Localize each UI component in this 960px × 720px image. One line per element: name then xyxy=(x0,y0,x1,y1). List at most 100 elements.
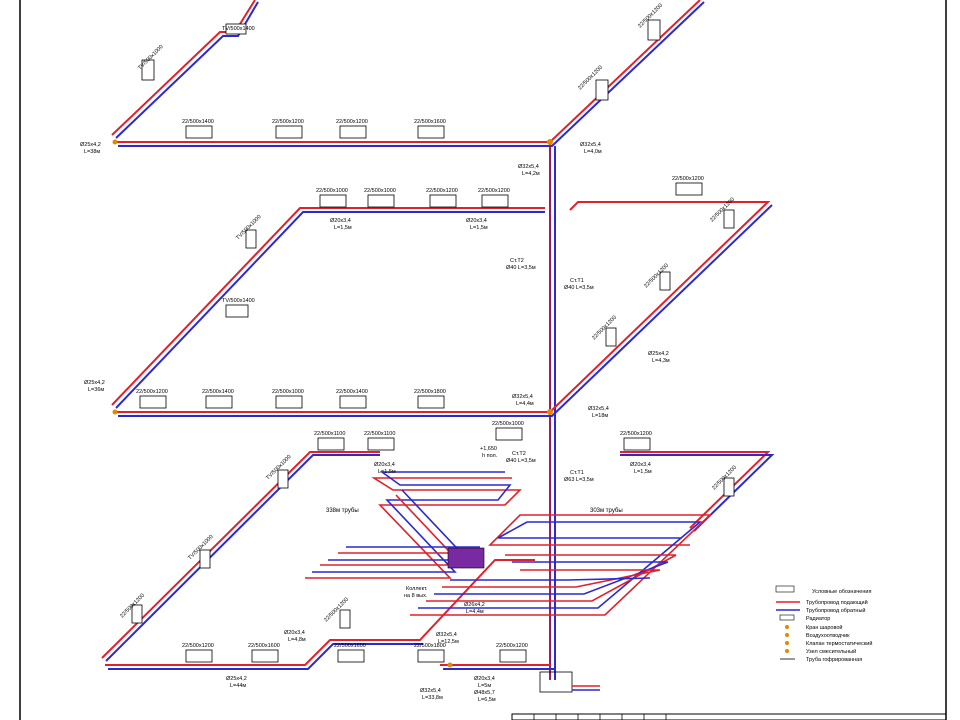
radiator xyxy=(723,477,735,497)
floor-1-supply-pipe xyxy=(105,559,535,666)
radiator xyxy=(275,395,303,409)
svg-text:Ø40 L=3,5м: Ø40 L=3,5м xyxy=(506,458,536,464)
svg-text:L=4,4м: L=4,4м xyxy=(466,609,484,615)
radiator xyxy=(319,194,347,208)
radiator xyxy=(595,79,609,101)
floor-1-right-branch xyxy=(620,451,771,529)
legend-item: Радиатор xyxy=(806,616,830,622)
svg-text:Ø20x3,4: Ø20x3,4 xyxy=(284,630,305,636)
radiator xyxy=(723,209,735,229)
svg-text:Ø20x3,4: Ø20x3,4 xyxy=(374,462,395,468)
svg-text:22/500x1200: 22/500x1200 xyxy=(336,119,368,125)
radiator xyxy=(367,194,395,208)
radiator xyxy=(339,609,351,629)
svg-text:Ø32x5,4: Ø32x5,4 xyxy=(436,632,457,638)
svg-text:TV/500x1400: TV/500x1400 xyxy=(222,298,255,304)
svg-text:22/500x1100: 22/500x1100 xyxy=(364,431,395,437)
floor-1-right-branch-return xyxy=(620,454,775,532)
radiator xyxy=(481,194,509,208)
svg-text:L=33,8м: L=33,8м xyxy=(422,695,443,701)
svg-text:h пол.: h пол. xyxy=(482,453,498,459)
svg-text:Ст.Т1: Ст.Т1 xyxy=(570,470,584,476)
svg-text:22/500x1000: 22/500x1000 xyxy=(316,188,348,194)
radiator xyxy=(141,59,155,81)
sheet-frame xyxy=(19,0,947,720)
svg-text:22/500x1400: 22/500x1400 xyxy=(182,119,214,125)
floor-3-left-branch xyxy=(111,0,256,136)
svg-text:Ø32x5,4: Ø32x5,4 xyxy=(420,688,441,694)
svg-text:Ст.Т1: Ст.Т1 xyxy=(570,278,584,284)
svg-text:L=12,5м: L=12,5м xyxy=(438,639,459,645)
floor-3-left-branch-return xyxy=(115,1,259,139)
svg-text:22/500x1200: 22/500x1200 xyxy=(496,643,528,649)
floor-1-return-pipe xyxy=(108,643,423,670)
radiator xyxy=(275,125,303,139)
svg-text:Ø25x4,2: Ø25x4,2 xyxy=(226,676,247,682)
svg-text:L=6,5м: L=6,5м xyxy=(478,697,496,703)
floor-2-left-branch xyxy=(111,207,545,406)
floor-2-return-pipe xyxy=(118,204,773,417)
svg-text:22/500x1200: 22/500x1200 xyxy=(478,188,510,194)
svg-text:303м трубы: 303м трубы xyxy=(590,508,623,514)
svg-text:22/500x1600: 22/500x1600 xyxy=(248,643,280,649)
floor-1-left-branch-return xyxy=(105,454,380,662)
svg-text:Ст.Т2: Ст.Т2 xyxy=(510,258,524,264)
legend-title: Условные обозначения xyxy=(812,589,871,595)
radiator xyxy=(199,549,211,569)
underfloor-heating-left xyxy=(305,471,522,579)
radiator xyxy=(605,327,617,347)
floor-2-supply-pipe xyxy=(115,201,771,413)
svg-text:L=1,5м: L=1,5м xyxy=(470,225,488,231)
svg-text:L=18м: L=18м xyxy=(592,413,608,419)
legend-item: Кран шаровой xyxy=(806,624,842,631)
radiator xyxy=(429,194,457,208)
svg-text:Ø32x5,4: Ø32x5,4 xyxy=(580,142,601,148)
radiator xyxy=(417,649,445,663)
svg-text:22/500x1600: 22/500x1600 xyxy=(334,643,366,649)
svg-text:22/500x1000: 22/500x1000 xyxy=(364,188,396,194)
radiator xyxy=(647,19,661,41)
svg-text:L=4,8м: L=4,8м xyxy=(288,637,306,643)
svg-text:22/500x1200: 22/500x1200 xyxy=(136,389,168,395)
svg-text:L=1,5м: L=1,5м xyxy=(634,469,652,475)
legend-item: Трубопровод обратный xyxy=(806,607,866,614)
radiator xyxy=(205,395,233,409)
svg-text:TV/500x1400: TV/500x1400 xyxy=(222,26,255,32)
svg-text:L=5м: L=5м xyxy=(478,683,491,689)
svg-text:L=4,4м: L=4,4м xyxy=(516,401,534,407)
heat-source-unit xyxy=(539,671,600,693)
radiator xyxy=(675,182,703,196)
radiator xyxy=(317,437,345,451)
svg-text:L=38м: L=38м xyxy=(84,149,100,155)
radiator xyxy=(185,649,213,663)
radiator xyxy=(245,229,257,249)
svg-text:Ст.Т2: Ст.Т2 xyxy=(512,451,526,457)
svg-text:L=4,2м: L=4,2м xyxy=(522,171,540,177)
legend-item: Труба гофрированная xyxy=(806,657,862,663)
svg-text:22/500x1400: 22/500x1400 xyxy=(202,389,234,395)
svg-text:L=36м: L=36м xyxy=(88,387,104,393)
floor-1-radiators xyxy=(131,427,735,663)
svg-text:22/500x1800: 22/500x1800 xyxy=(414,643,446,649)
radiator xyxy=(339,395,367,409)
svg-text:Ø20x3,4: Ø20x3,4 xyxy=(466,218,487,224)
svg-text:Ø20x3,4: Ø20x3,4 xyxy=(330,218,351,224)
radiator xyxy=(139,395,167,409)
svg-text:Коллект.: Коллект. xyxy=(406,586,428,592)
svg-text:L=1,5м: L=1,5м xyxy=(378,469,396,475)
svg-text:Ø25x4,2: Ø25x4,2 xyxy=(84,380,105,386)
radiator xyxy=(339,125,367,139)
svg-text:22/500x1000: 22/500x1000 xyxy=(492,421,524,427)
floor-2-radiators xyxy=(139,182,735,409)
svg-text:22/500x1600: 22/500x1600 xyxy=(414,119,446,125)
svg-text:Ø20x3,4: Ø20x3,4 xyxy=(474,676,495,682)
svg-text:Ø63 L=3,5м: Ø63 L=3,5м xyxy=(564,477,594,483)
legend-item: Воздухоотводчик xyxy=(806,633,850,639)
radiator xyxy=(185,125,213,139)
svg-text:22/500x1100: 22/500x1100 xyxy=(314,431,345,437)
floor-2-left-branch-return xyxy=(115,211,545,409)
svg-text:+1,650: +1,650 xyxy=(480,446,497,452)
floor-3-return-pipe xyxy=(118,1,705,147)
svg-text:Ø32x5,4: Ø32x5,4 xyxy=(512,394,533,400)
